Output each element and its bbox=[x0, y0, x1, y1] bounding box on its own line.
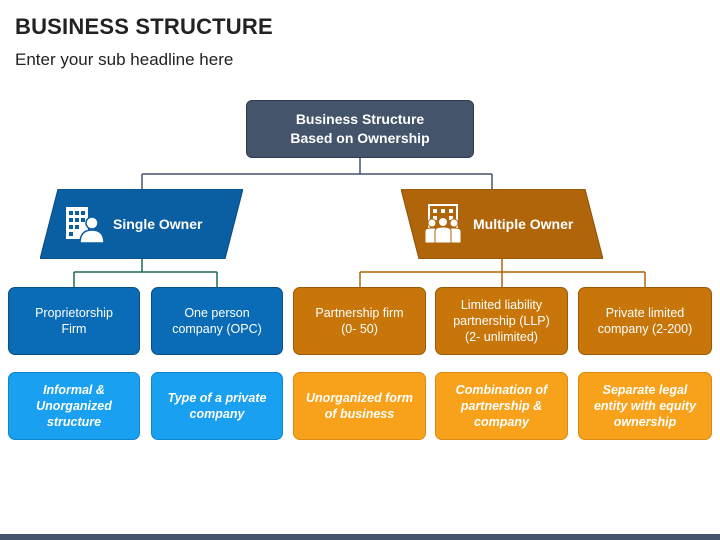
description-text: Combination of partnership & company bbox=[455, 383, 548, 429]
type-box-llp: Limited liability partnership (LLP) (2- … bbox=[435, 287, 568, 355]
description-box-private-limited: Separate legal entity with equity owners… bbox=[578, 372, 712, 440]
description-text: Unorganized form of business bbox=[306, 391, 413, 421]
description-box-llp: Combination of partnership & company bbox=[435, 372, 568, 440]
office-team-icon bbox=[424, 204, 462, 243]
type-box-proprietorship: Proprietorship Firm bbox=[8, 287, 140, 355]
page-subtitle: Enter your sub headline here bbox=[15, 50, 234, 69]
type-label: Limited liability partnership (LLP) (2- … bbox=[453, 298, 550, 344]
office-person-icon bbox=[66, 207, 104, 243]
type-label: Proprietorship Firm bbox=[35, 306, 113, 336]
type-label: One person company (OPC) bbox=[172, 306, 262, 336]
description-box-partnership: Unorganized form of business bbox=[293, 372, 426, 440]
type-box-opc: One person company (OPC) bbox=[151, 287, 283, 355]
description-text: Informal & Unorganized structure bbox=[36, 383, 112, 429]
root-node: Business Structure Based on Ownership bbox=[246, 100, 474, 158]
type-box-partnership: Partnership firm (0- 50) bbox=[293, 287, 426, 355]
description-box-opc: Type of a private company bbox=[151, 372, 283, 440]
multiple-owner-label: Multiple Owner bbox=[473, 216, 574, 232]
type-label: Partnership firm (0- 50) bbox=[315, 306, 404, 336]
description-text: Separate legal entity with equity owners… bbox=[593, 383, 697, 429]
page-title: BUSINESS STRUCTURE bbox=[15, 14, 273, 39]
single-owner-label: Single Owner bbox=[113, 216, 203, 232]
description-box-proprietorship: Informal & Unorganized structure bbox=[8, 372, 140, 440]
description-text: Type of a private company bbox=[167, 391, 267, 421]
category-multiple-owner: Multiple Owner bbox=[401, 189, 603, 259]
type-box-private-limited: Private limited company (2-200) bbox=[578, 287, 712, 355]
footer-bar bbox=[0, 534, 720, 540]
root-label: Business Structure Based on Ownership bbox=[290, 111, 430, 146]
type-label: Private limited company (2-200) bbox=[597, 306, 693, 336]
category-single-owner: Single Owner bbox=[40, 189, 243, 259]
